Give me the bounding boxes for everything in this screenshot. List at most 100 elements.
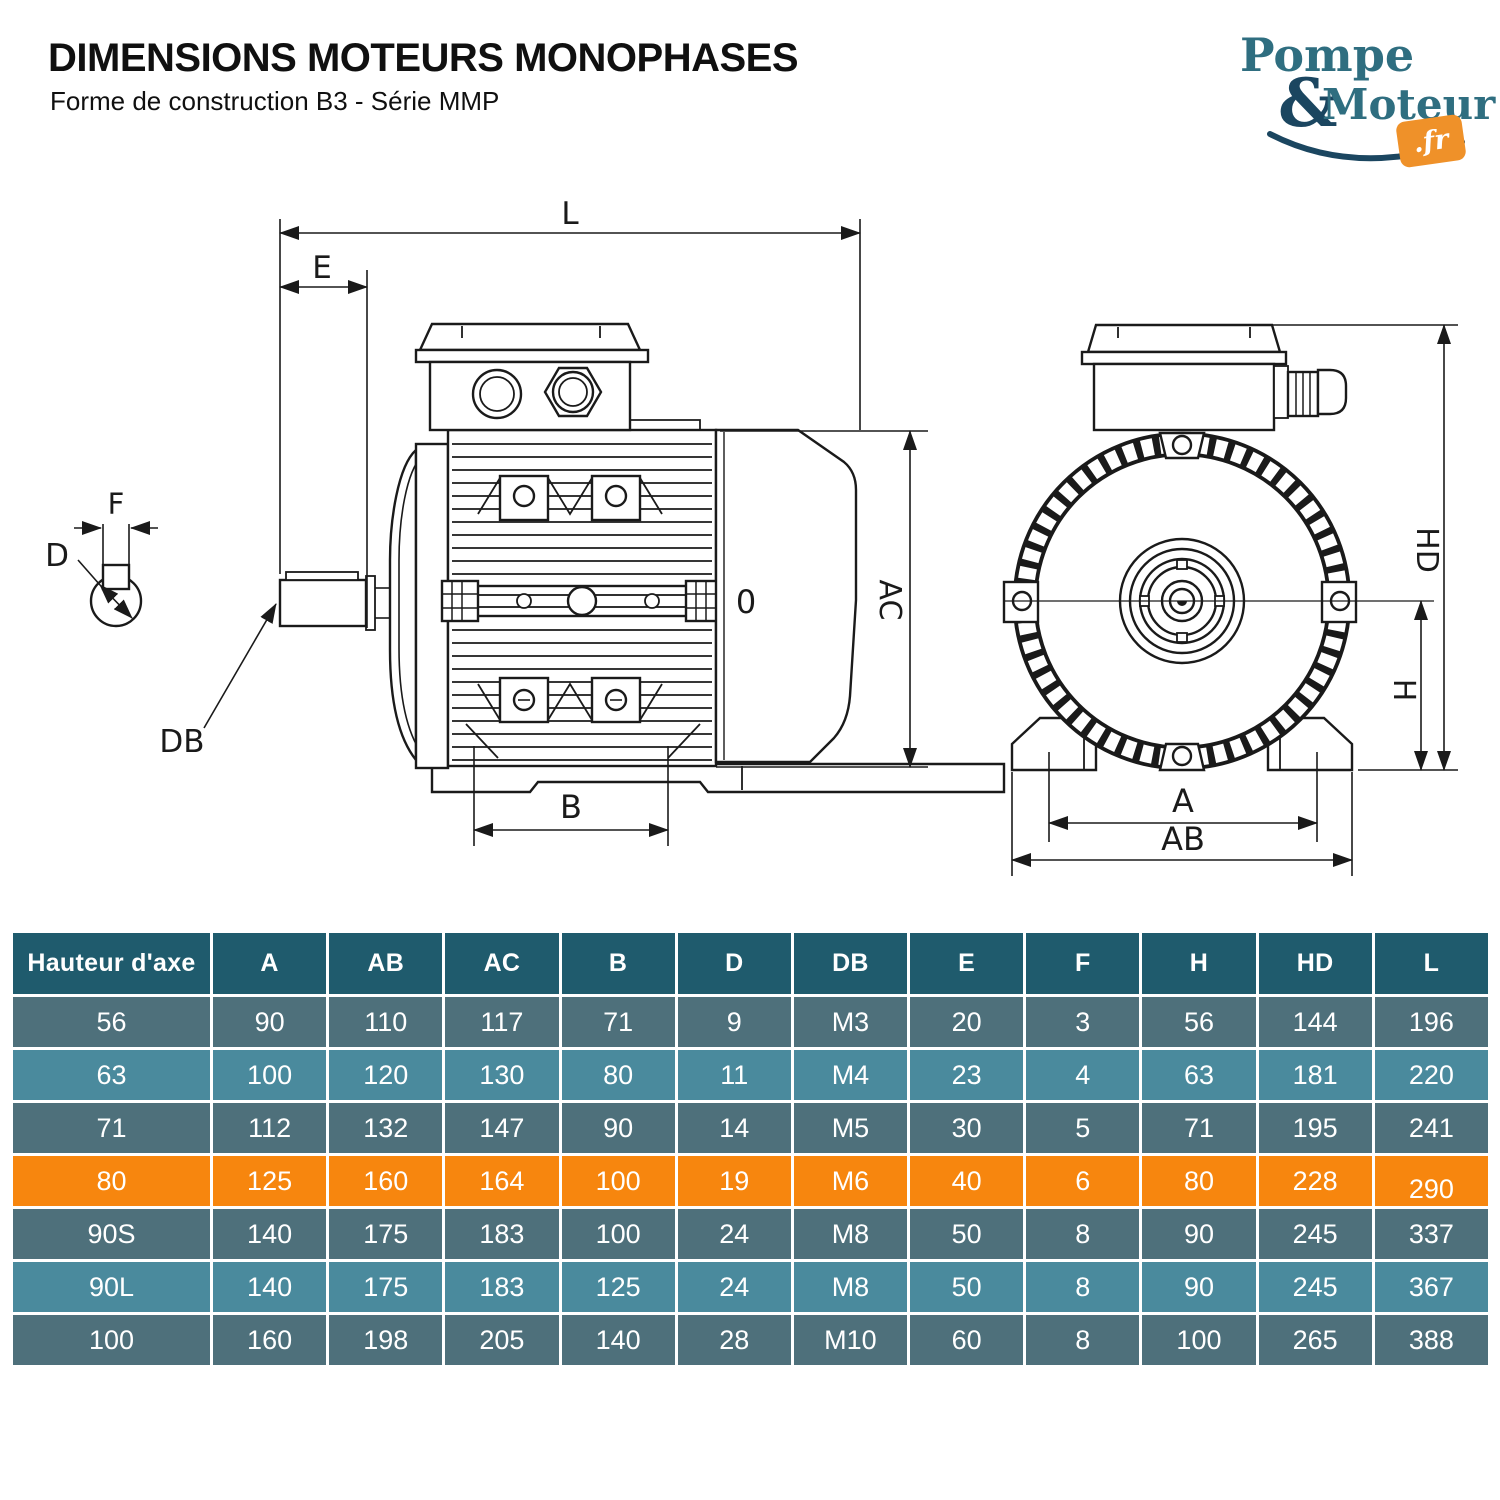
table-cell: 90 — [1139, 1206, 1259, 1262]
row-label: 80 — [10, 1153, 213, 1209]
table-cell: 367 — [1371, 1259, 1492, 1315]
table-cell: 183 — [442, 1259, 562, 1315]
table-cell: M6 — [790, 1153, 911, 1209]
table-cell: 90 — [1139, 1259, 1259, 1315]
table-cell: 100 — [558, 1206, 678, 1262]
dim-label-a: A — [1172, 782, 1194, 820]
dim-label-hd: HD — [1409, 527, 1444, 573]
table-cell: 125 — [558, 1259, 678, 1315]
table-header-cell: DB — [790, 930, 911, 997]
technical-drawing: F D — [45, 196, 1458, 876]
table-cell: 30 — [907, 1100, 1027, 1156]
table-cell: M5 — [790, 1100, 911, 1156]
table-cell: 198 — [326, 1312, 446, 1368]
table-cell: 160 — [326, 1153, 446, 1209]
table-cell: 164 — [442, 1153, 562, 1209]
table-cell: 23 — [907, 1047, 1027, 1103]
table-cell: 80 — [1139, 1153, 1259, 1209]
table-cell: 56 — [1139, 994, 1259, 1050]
table-cell: 125 — [209, 1153, 330, 1209]
dim-label-db: DB — [159, 724, 204, 760]
table-cell: 8 — [1023, 1312, 1143, 1368]
table-cell: 205 — [442, 1312, 562, 1368]
table-cell: 4 — [1023, 1047, 1143, 1103]
table-cell: 90 — [558, 1100, 678, 1156]
table-cell: 245 — [1255, 1259, 1375, 1315]
table-cell: 100 — [209, 1047, 330, 1103]
table-cell: 175 — [326, 1259, 446, 1315]
logo-word-pompe: Pompe — [1240, 28, 1415, 82]
table-cell: 6 — [1023, 1153, 1143, 1209]
row-label: 100 — [10, 1312, 213, 1368]
table-cell: 147 — [442, 1100, 562, 1156]
table-cell: 28 — [674, 1312, 794, 1368]
table-cell: 50 — [907, 1259, 1027, 1315]
table-cell: 63 — [1139, 1047, 1259, 1103]
dim-label-l: L — [561, 196, 579, 232]
table-header-cell: D — [674, 930, 794, 997]
table-cell: 140 — [558, 1312, 678, 1368]
table-cell: 100 — [558, 1153, 678, 1209]
table-cell: 388 — [1371, 1312, 1492, 1368]
table-header-cell: B — [558, 930, 678, 997]
table-header-cell: H — [1139, 930, 1259, 997]
row-label: 71 — [10, 1100, 213, 1156]
dim-label-ab: AB — [1161, 820, 1205, 858]
table-cell: 19 — [674, 1153, 794, 1209]
table-cell: 71 — [1139, 1100, 1259, 1156]
table-cell: 24 — [674, 1206, 794, 1262]
table-cell: 8 — [1023, 1259, 1143, 1315]
table-cell: 140 — [209, 1206, 330, 1262]
table-cell: 110 — [326, 994, 446, 1050]
table-cell: 175 — [326, 1206, 446, 1262]
table-cell: 8 — [1023, 1206, 1143, 1262]
table-cell: 117 — [442, 994, 562, 1050]
row-label: 56 — [10, 994, 213, 1050]
table-cell: M3 — [790, 994, 911, 1050]
table-header-cell: L — [1371, 930, 1492, 997]
shaft-section-detail — [74, 521, 158, 628]
table-cell: 120 — [326, 1047, 446, 1103]
side-view-dimensions — [203, 219, 928, 846]
dim-label-h: H — [1386, 679, 1421, 702]
table-cell: 60 — [907, 1312, 1027, 1368]
table-header-cell: AC — [442, 930, 562, 997]
row-label: 90S — [10, 1206, 213, 1262]
table-cell: 241 — [1371, 1100, 1492, 1156]
table-cell: 130 — [442, 1047, 562, 1103]
table-cell: 337 — [1371, 1206, 1492, 1262]
table-cell: 71 — [558, 994, 678, 1050]
dim-label-f: F — [108, 487, 125, 521]
table-cell: 183 — [442, 1206, 562, 1262]
table-header-axis-height: Hauteur d'axe — [10, 930, 213, 997]
table-cell: 50 — [907, 1206, 1027, 1262]
table-cell: 265 — [1255, 1312, 1375, 1368]
table-cell: 290 — [1371, 1153, 1492, 1209]
table-cell: 195 — [1255, 1100, 1375, 1156]
table-cell: 245 — [1255, 1206, 1375, 1262]
logo-ampersand: & — [1278, 64, 1338, 142]
table-cell: 144 — [1255, 994, 1375, 1050]
table-header-cell: E — [907, 930, 1027, 997]
table-cell: 9 — [674, 994, 794, 1050]
table-cell: 112 — [209, 1100, 330, 1156]
logo-fr-badge: .fr — [1395, 113, 1467, 169]
table-header-cell: HD — [1255, 930, 1375, 997]
dim-label-d: D — [45, 538, 69, 574]
table-cell: 5 — [1023, 1100, 1143, 1156]
table-cell: 90 — [209, 994, 330, 1050]
front-view-dimensions — [1011, 324, 1458, 876]
table-cell: M10 — [790, 1312, 911, 1368]
table-cell: 132 — [326, 1100, 446, 1156]
side-view-drawing — [278, 322, 1006, 794]
table-cell: 3 — [1023, 994, 1143, 1050]
table-header-cell: A — [209, 930, 330, 997]
table-cell: 100 — [1139, 1312, 1259, 1368]
dim-label-b: B — [560, 788, 582, 826]
